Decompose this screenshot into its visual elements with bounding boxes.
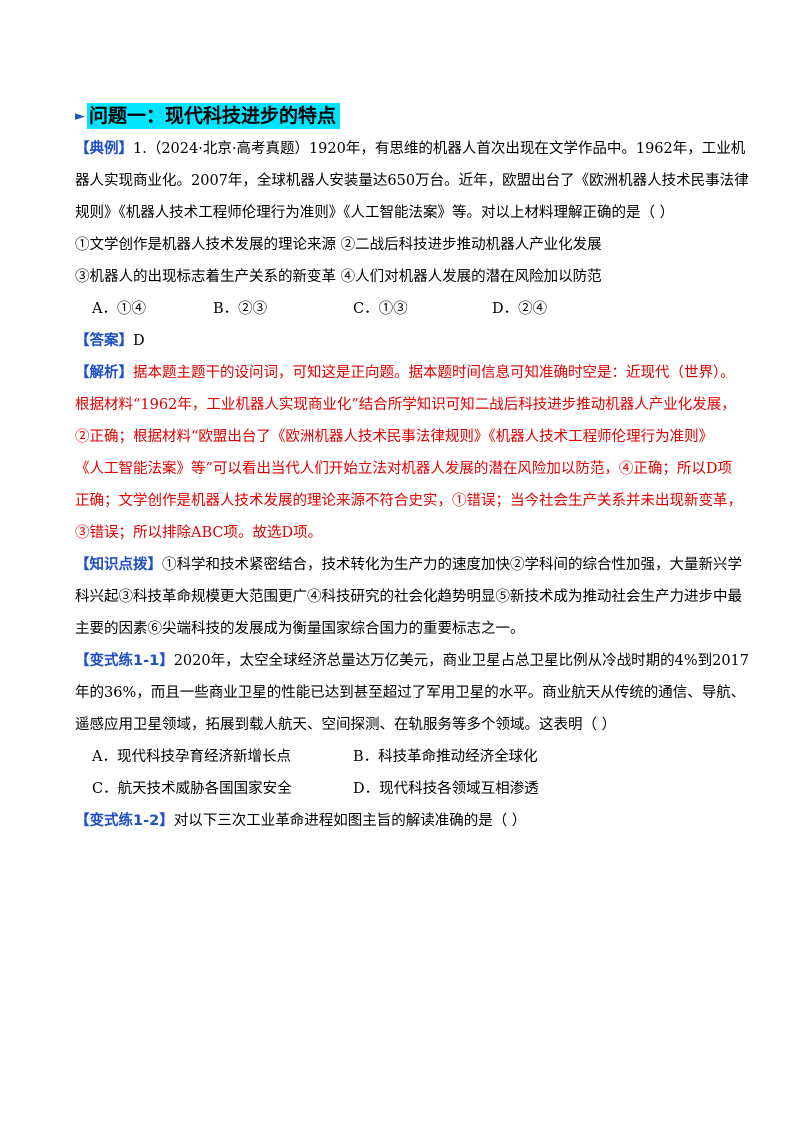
- practice2-tag: 【变式练1-2】: [75, 813, 174, 829]
- practice1-option-b: B．科技革命推动经济全球化: [353, 749, 538, 765]
- option-d: D．②④: [492, 301, 548, 317]
- practice1-line-1: 【变式练1-1】2020年，太空全球经济总量达万亿美元，商业卫星占总卫星比例从冷…: [75, 653, 750, 669]
- practice1-line-3: 遥感应用卫星领域，拓展到载人航天、空间探测、在轨服务等多个领域。这表明（ ）: [75, 717, 617, 733]
- practice2-line: 【变式练1-2】对以下三次工业革命进程如图主旨的解读准确的是（ ）: [75, 813, 527, 829]
- practice1-option-d: D．现代科技各领域互相渗透: [353, 781, 539, 797]
- analysis-line-4: 《人工智能法案》等”可以看出当代人们开始立法对机器人发展的潜在风险加以防范，④正…: [75, 461, 733, 477]
- analysis-line-1: 【解析】据本题主题干的设问词，可知这是正向题。据本题时间信息可知准确时空是：近现…: [75, 365, 735, 381]
- knowledge-line-1: 【知识点拨】①科学和技术紧密结合，技术转化为生产力的速度加快②学科间的综合性加强…: [75, 557, 742, 573]
- answer-tag: 【答案】: [75, 333, 133, 349]
- practice1-line-2: 年的36%，而且一些商业卫星的性能已达到甚至超过了军用卫星的水平。商业航天从传统…: [75, 685, 746, 701]
- analysis-line-5: 正确；文学创作是机器人技术发展的理论来源不符合史实，①错误；当今社会生产关系并未…: [75, 493, 742, 509]
- practice1-option-c: C．航天技术威胁各国国家安全: [92, 781, 292, 797]
- analysis-tag: 【解析】: [75, 365, 133, 381]
- example-tag: 【典例】: [75, 141, 133, 157]
- triangle-arrow-icon: ►: [75, 108, 85, 124]
- example-statements-1: ①文学创作是机器人技术发展的理论来源 ②二战后科技进步推动机器人产业化发展: [75, 237, 602, 253]
- option-b: B．②③: [213, 301, 268, 317]
- example-line-1: 【典例】1.（2024·北京·高考真题）1920年，有思维的机器人首次出现在文学…: [75, 141, 746, 157]
- section-heading: ► 问题一：现代科技进步的特点: [75, 103, 341, 129]
- example-line-2: 器人实现商业化。2007年，全球机器人安装量达650万台。近年，欧盟出台了《欧洲…: [75, 173, 749, 189]
- example-line-3: 规则》《机器人技术工程师伦理行为准则》《人工智能法案》等。对以上材料理解正确的是…: [75, 205, 675, 221]
- analysis-line-6: ③错误；所以排除ABC项。故选D项。: [75, 525, 323, 541]
- answer-line: 【答案】D: [75, 331, 145, 351]
- practice1-tag: 【变式练1-1】: [75, 653, 174, 669]
- example-statements-2: ③机器人的出现标志着生产关系的新变革 ④人们对机器人发展的潜在风险加以防范: [75, 269, 602, 285]
- practice1-option-a: A．现代科技孕育经济新增长点: [92, 749, 291, 765]
- answer-value: D: [133, 333, 145, 349]
- knowledge-line-3: 主要的因素⑥尖端科技的发展成为衡量国家综合国力的重要标志之一。: [75, 621, 525, 637]
- knowledge-tag: 【知识点拨】: [75, 557, 162, 573]
- section-title: 问题一：现代科技进步的特点: [87, 103, 341, 129]
- analysis-line-2: 根据材料“1962年，工业机器人实现商业化”结合所学知识可知二战后科技进步推动机…: [75, 397, 736, 413]
- analysis-line-3: ②正确；根据材料“欧盟出台了《欧洲机器人技术民事法律规则》《机器人技术工程师伦理…: [75, 429, 714, 445]
- knowledge-line-2: 科兴起③科技革命规模更大范围更广④科技研究的社会化趋势明显⑤新技术成为推动社会生…: [75, 589, 742, 605]
- option-a: A．①④: [92, 301, 146, 317]
- option-c: C．①③: [353, 301, 408, 317]
